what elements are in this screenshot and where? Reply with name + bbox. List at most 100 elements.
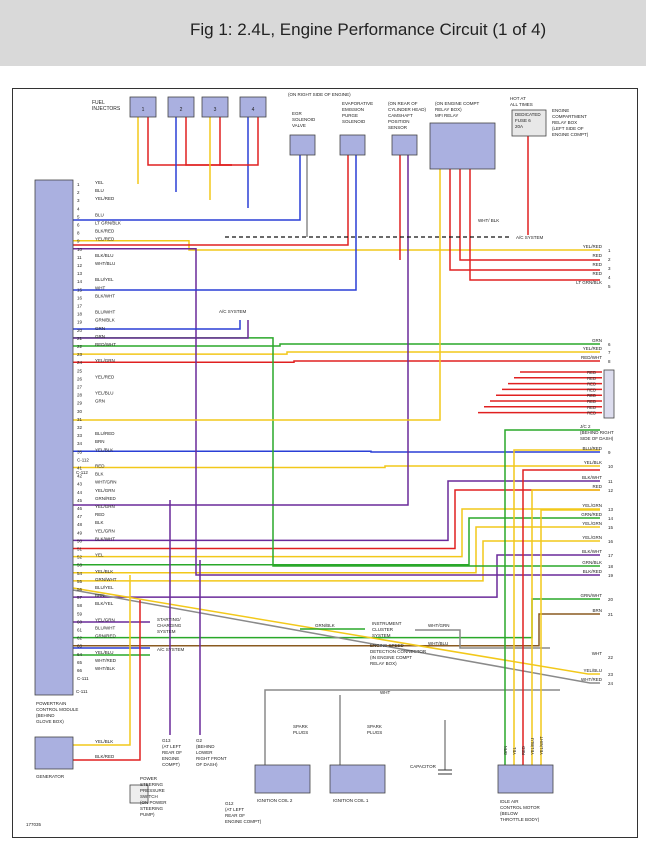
- evap-label: EMISSION: [342, 107, 364, 112]
- right-wire-number: 5: [608, 284, 611, 289]
- pcm-pin-number: 34: [77, 441, 83, 446]
- hot-at-all-times-label: HOT AT: [510, 96, 526, 101]
- right-wire-number: 7: [608, 350, 611, 355]
- ignition-coil-1-label: IGNITION COIL 1: [333, 798, 369, 803]
- wire-label: YEL/BLK: [95, 739, 113, 744]
- right-wire-label: WHT: [592, 651, 602, 656]
- right-wire-number: 23: [608, 672, 614, 677]
- ac-system-label-2: A/C SYSTEM: [157, 647, 185, 652]
- power-steering-switch-label: SWITCH: [140, 794, 158, 799]
- g2-label: RIGHT FRONT: [196, 756, 227, 761]
- injector-feed-wire: [219, 117, 232, 166]
- pcm-pin-number: 43: [77, 482, 83, 487]
- pcm-pin-wire-label: GRN: [95, 334, 105, 339]
- pcm-pin-number: 11: [77, 255, 82, 260]
- iac-wire-label: YEL/WHT: [539, 736, 544, 755]
- pcm-pin-number: 66: [77, 668, 83, 673]
- right-wire-number: 21: [608, 612, 614, 617]
- g13-label: G13: [162, 738, 171, 743]
- pcm-pin-number: 50: [77, 538, 83, 543]
- pcm-output-wire: [73, 360, 600, 363]
- g12-label: ENGINE COMPT): [225, 819, 262, 824]
- fuel-injector: [167, 96, 195, 118]
- instrument-cluster-label: INSTRUMENT: [372, 621, 402, 626]
- injector-feed-wire: [232, 117, 259, 166]
- right-wire-label: BLK/WHT: [582, 475, 602, 480]
- pcm-output-wire: [73, 450, 600, 453]
- pcm-pin-number: C-112: [77, 457, 89, 462]
- pcm-pin-wire-label: RED: [95, 464, 105, 469]
- jc2-wire-label: RED: [587, 382, 596, 387]
- pcm-pin-number: 56: [77, 587, 83, 592]
- pcm-pin-number: 65: [77, 660, 83, 665]
- pcm-pin-wire-label: RED/WHT: [95, 342, 116, 347]
- pcm-pin-wire-label: RED: [95, 512, 105, 517]
- right-wire-label: BRN: [592, 608, 602, 613]
- pcm-pin-wire-label: WHT/GRN: [95, 480, 117, 485]
- title-bar: Fig 1: 2.4L, Engine Performance Circuit …: [0, 0, 646, 66]
- pcm-pin-number: 32: [77, 425, 83, 430]
- pcm-pin-wire-label: YEL/GRN: [95, 617, 115, 622]
- pcm-pin-wire-label: BLU/WHT: [95, 310, 116, 315]
- right-wire-label: YEL/BLK: [584, 460, 602, 465]
- mfi-relay-label: RELAY BOX): [435, 107, 462, 112]
- ac-system-label: A/C SYSTEM: [516, 235, 544, 240]
- pcm-pin-number: 17: [77, 304, 83, 309]
- pcm-pin-wire-label: YEL/GRN: [95, 488, 115, 493]
- generator-label: GENERATOR: [36, 774, 65, 779]
- pcm-pin-wire-label: WHT/BLU: [95, 261, 115, 266]
- c111-label: C-111: [76, 689, 88, 694]
- pcm-label: CONTROL MODULE: [36, 707, 78, 712]
- jc2-wire-label: RED: [587, 405, 596, 410]
- cmp-wire-2: [73, 155, 409, 506]
- figure-title: Fig 1: 2.4L, Engine Performance Circuit …: [190, 20, 547, 39]
- jc2-wire-label: RED: [587, 376, 596, 381]
- pcm-pin-wire-label: BLU: [95, 188, 104, 193]
- pcm-pin-wire-label: GRN/WHT: [95, 577, 117, 582]
- right-wire-number: 12: [608, 488, 614, 493]
- pcm-pin-number: 20: [77, 328, 83, 333]
- injector-feed-wire: [185, 117, 232, 166]
- injector-number: 1: [142, 107, 145, 113]
- pcm-pin-number: 8: [77, 231, 80, 236]
- iac-wire: [531, 489, 600, 765]
- right-wire-label: YEL/GRN: [582, 503, 602, 508]
- jc2-label: J/C 2: [580, 424, 591, 429]
- pcm-output-wire: [73, 480, 600, 542]
- esd-connector-label: DETECTION CONNECTOR: [370, 649, 427, 654]
- pcm-output-wire: [73, 351, 600, 355]
- right-wire-number: 19: [608, 573, 614, 578]
- pcm-output-wire: [73, 508, 600, 558]
- pcm-pin-number: 22: [77, 344, 83, 349]
- pcm-pin-number: 54: [77, 571, 83, 576]
- iac-wire: [522, 469, 600, 765]
- pcm-pin-wire-label: GRN: [95, 326, 105, 331]
- jc2-wire-label: RED: [587, 387, 596, 392]
- ignition-coil-2: [254, 764, 311, 794]
- fuel-injector: [239, 96, 267, 118]
- pcm-pin-number: 44: [77, 490, 83, 495]
- jc2-label: (BEHIND RIGHT: [580, 430, 614, 435]
- pcm-pin-wire-label: BLU/YEL: [95, 277, 114, 282]
- pcm-output-wire: [73, 517, 600, 566]
- pcm-pin-number: 62: [77, 636, 83, 641]
- pcm-pin-number: 33: [77, 433, 83, 438]
- instrument-cluster-label: CLUSTER: [372, 627, 394, 632]
- pcm-pin-number: 47: [77, 514, 83, 519]
- pcm-pin-number: 61: [77, 628, 83, 633]
- pcm-output-wire: [72, 587, 600, 675]
- ac-wire-2: [73, 320, 249, 339]
- right-wire-label: YEL/RED: [583, 346, 603, 351]
- spark-plugs-label: PLUGS: [293, 730, 308, 735]
- right-wire-label: GRN/RED: [581, 512, 603, 517]
- evap-label: SOLENOID: [342, 119, 366, 124]
- pcm-pin-wire-label: BLU: [95, 212, 104, 217]
- right-wire-label: BLK/WHT: [582, 549, 602, 554]
- pcm-pin-number: 64: [77, 652, 83, 657]
- g2-label: (BEHIND: [196, 744, 215, 749]
- injector-number: 4: [252, 107, 255, 113]
- right-wire-number: 6: [608, 342, 611, 347]
- right-wire-number: 22: [608, 655, 614, 660]
- egr-label: EGR: [292, 111, 303, 116]
